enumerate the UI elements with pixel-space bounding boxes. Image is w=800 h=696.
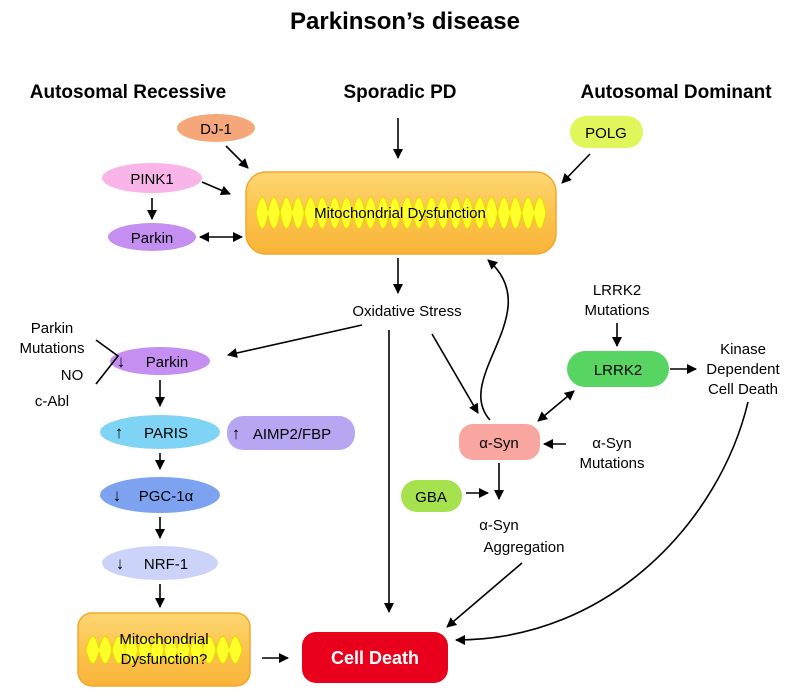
- svg-text:↓: ↓: [113, 486, 122, 505]
- arrow-dj1-to-mito: [225, 145, 249, 169]
- svg-text:POLG: POLG: [585, 125, 627, 142]
- asyn-mutations-label-1: α-Syn: [592, 435, 632, 452]
- svg-text:AIMP2/FBP: AIMP2/FBP: [253, 426, 331, 443]
- arrow-pink1-to-mito: [201, 181, 231, 196]
- cabl-label: c-Abl: [35, 393, 69, 410]
- parkin-mutations-label-1: Parkin: [31, 320, 74, 337]
- svg-text:↓: ↓: [116, 554, 125, 573]
- svg-text:NRF-1: NRF-1: [144, 556, 188, 573]
- kinase-label-2: Dependent: [706, 361, 780, 378]
- parkin-inhibitor-bracket: [95, 339, 120, 385]
- polg-node: POLG: [570, 116, 643, 148]
- header-autosomal-dominant: Autosomal Dominant: [580, 82, 772, 103]
- svg-text:↓: ↓: [117, 352, 126, 371]
- mito-bottom-label-1: Mitochondrial: [119, 631, 208, 648]
- asyn-aggregation-label-2: Aggregation: [484, 539, 565, 556]
- svg-text:PINK1: PINK1: [130, 171, 173, 188]
- mitochondrion-bottom: [77, 612, 251, 687]
- lrrk2-mutations-label-2: Mutations: [584, 302, 649, 319]
- arrow-lrrk2-asyn-bidirectional: [537, 390, 575, 422]
- pink1-node: PINK1: [102, 163, 202, 193]
- parkin-top-node: Parkin: [108, 223, 196, 251]
- arrow-asyn-to-mito: [480, 259, 510, 421]
- asyn-mutations-label-2: Mutations: [579, 455, 644, 472]
- oxidative-stress-label: Oxidative Stress: [352, 303, 461, 320]
- cell-death-node: Cell Death: [302, 632, 448, 683]
- mito-top-label: Mitochondrial Dysfunction: [314, 205, 486, 222]
- svg-text:LRRK2: LRRK2: [594, 362, 642, 379]
- header-sporadic-pd: Sporadic PD: [344, 82, 457, 103]
- dj1-node: DJ-1: [177, 114, 255, 142]
- lrrk2-node: LRRK2: [567, 351, 669, 387]
- asyn-node: α-Syn: [459, 424, 540, 460]
- arrows: [95, 118, 749, 663]
- mito-bottom-label-2: Dysfunction?: [121, 651, 208, 668]
- kinase-label-1: Kinase: [720, 341, 766, 358]
- arrow-kinase-to-celldeath: [455, 401, 749, 645]
- no-label: NO: [61, 367, 84, 384]
- nrf1-node: ↓ NRF-1: [102, 546, 218, 580]
- mitochondrion-top: [245, 171, 557, 255]
- kinase-label-3: Cell Death: [708, 381, 778, 398]
- arrow-oxstress-to-asyn: [431, 333, 479, 414]
- header-autosomal-recessive: Autosomal Recessive: [30, 82, 226, 103]
- arrow-oxstress-to-parkin: [227, 324, 363, 358]
- svg-text:↑: ↑: [115, 423, 124, 442]
- svg-text:Parkin: Parkin: [146, 354, 189, 371]
- paris-node: ↑ PARIS: [100, 415, 220, 449]
- svg-text:PARIS: PARIS: [144, 425, 188, 442]
- diagram-title: Parkinson’s disease: [290, 8, 520, 35]
- arrow-aggregation-to-celldeath: [446, 562, 523, 628]
- svg-text:PGC-1α: PGC-1α: [139, 488, 194, 505]
- svg-text:Cell Death: Cell Death: [331, 648, 419, 668]
- parkin-mid-node: ↓ Parkin: [110, 347, 210, 375]
- gba-node: GBA: [401, 480, 462, 512]
- svg-text:DJ-1: DJ-1: [200, 121, 232, 138]
- arrow-polg-to-mito: [561, 153, 591, 184]
- svg-text:↑: ↑: [232, 424, 241, 443]
- pgc1a-node: ↓ PGC-1α: [100, 477, 220, 513]
- asyn-aggregation-label-1: α-Syn: [479, 517, 519, 534]
- parkin-mutations-label-2: Mutations: [19, 340, 84, 357]
- svg-text:GBA: GBA: [415, 489, 447, 506]
- svg-text:Parkin: Parkin: [131, 230, 174, 247]
- svg-text:α-Syn: α-Syn: [479, 435, 519, 452]
- lrrk2-mutations-label-1: LRRK2: [593, 282, 641, 299]
- aimp2-node: ↑ AIMP2/FBP: [227, 416, 355, 450]
